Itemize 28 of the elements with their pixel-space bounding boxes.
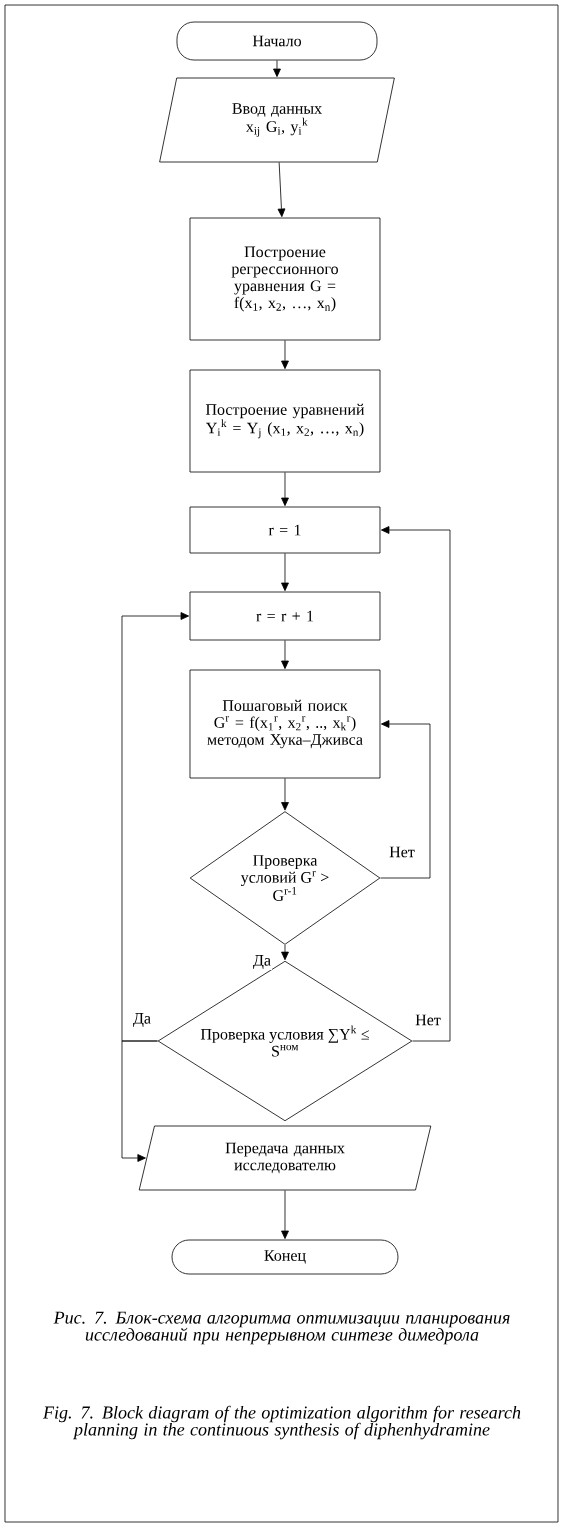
arrow [281, 778, 289, 811]
edge-label: Нет [414, 1013, 442, 1027]
arrow [281, 1190, 289, 1239]
arrow [381, 526, 451, 1042]
process-box: r = 1 [189, 506, 381, 554]
process-box: Построение уравнений Y$_{i}$$^{k}$ = Y$_{j}$ (x$_{1}$, x$_{2}$, …, x$_{n}$) [189, 369, 381, 473]
process-box: r = r + 1 [189, 591, 381, 641]
arrow [281, 944, 289, 961]
caption: Fig. 7. Block diagram of the optimization algorithm for research planning in the continuous synthesis of diphenhydramine [42, 1405, 521, 1440]
arrow [281, 472, 289, 507]
arrow [277, 162, 286, 218]
arrow [281, 640, 289, 670]
arrow [281, 340, 289, 370]
terminal-box: Конец [171, 1239, 399, 1275]
arrow [380, 720, 431, 879]
terminal-box: Начало [176, 21, 378, 61]
caption: Рис. 7. Блок-схема алгоритма оптимизации планирования исследований при непрерывном синтезе димедрола [53, 1311, 510, 1345]
edge-label: Нет [388, 845, 416, 859]
input-output-box: Ввод данных x$_{ij}$ G$_{i}$, y$_{i}$k [159, 77, 395, 163]
process-box: Построение регрессионного уравнения G = f(x$_{1}$, x$_{2}$, …, x$_{n}$) [189, 217, 381, 341]
process-box: Пошаговый поиск G$^{r}$ = f(x$_{1}$$^{r}$, x$_{2}$$^{r}$, .., x$_{k}$$^{r}$) методом Хука–Дживса [189, 669, 381, 779]
arrow [121, 612, 189, 1042]
arrow [281, 553, 289, 592]
arrow [121, 1040, 158, 1162]
input-output-box: Передача данных исследователю [138, 1125, 432, 1191]
edge-label: Да [252, 954, 272, 970]
edge-label: Да [132, 1012, 152, 1028]
arrow [273, 60, 281, 78]
